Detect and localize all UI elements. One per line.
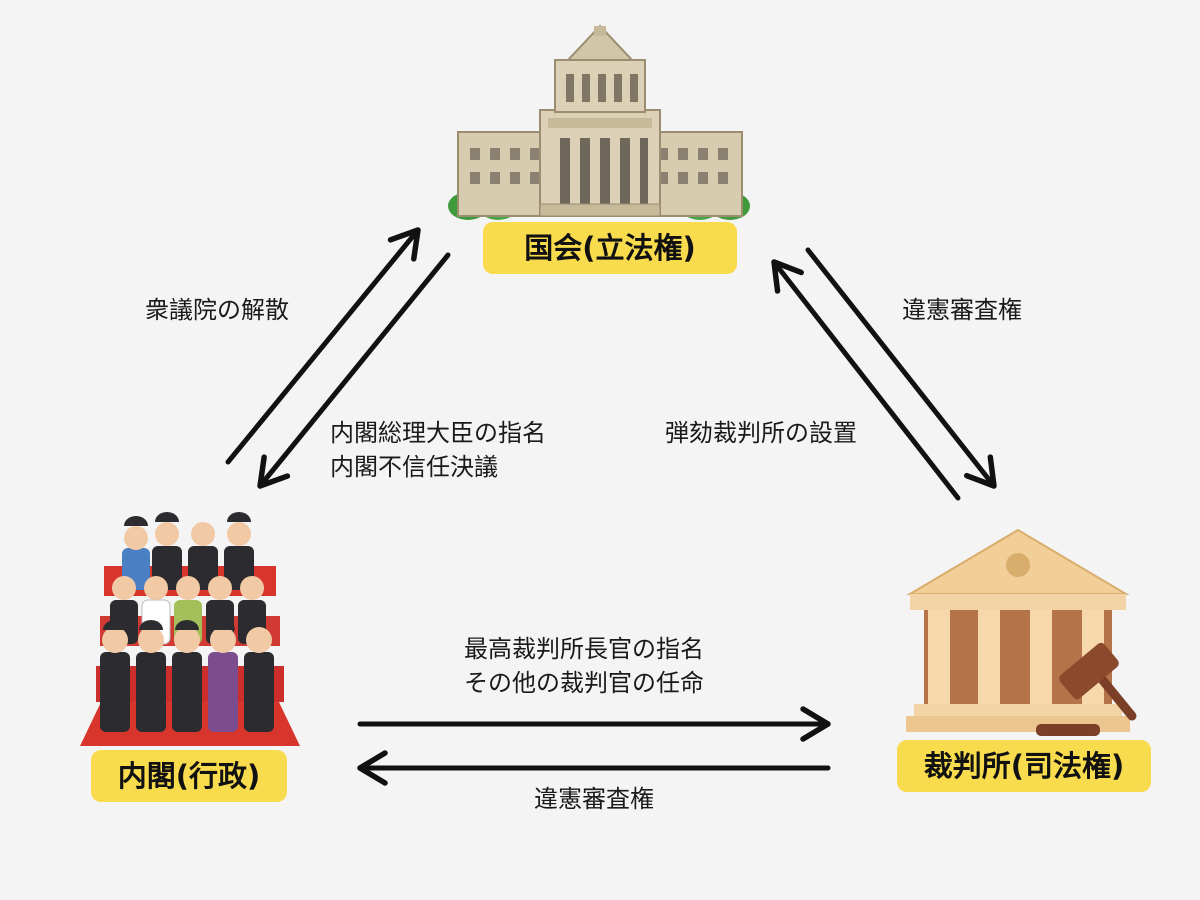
court-label-badge: 裁判所(司法権)	[897, 740, 1151, 792]
court-label: 裁判所(司法権)	[923, 749, 1125, 783]
courthouse-icon	[906, 528, 1137, 736]
label-dissolution: 衆議院の解散	[145, 296, 289, 324]
arrow-cabinet-to-diet	[225, 227, 421, 465]
gavel-icon	[1036, 642, 1137, 736]
arrow-diet-to-cabinet	[257, 252, 451, 489]
cabinet-members-icon	[80, 512, 300, 746]
label-no-confidence: 内閣不信任決議	[330, 453, 498, 481]
label-chief-justice-nomination: 最高裁判所長官の指名	[464, 635, 704, 663]
label-impeachment-court: 弾劾裁判所の設置	[665, 419, 857, 447]
arrow-court-to-diet	[771, 259, 961, 501]
label-judges-appointment: その他の裁判官の任命	[464, 669, 704, 697]
arrow-diet-to-court	[805, 247, 997, 489]
label-cabinet-to-court: 最高裁判所長官の指名 その他の裁判官の任命	[464, 632, 704, 700]
label-judicial-review-diet: 違憲審査権	[902, 296, 1022, 324]
cabinet-label: 内閣(行政)	[117, 759, 261, 793]
diet-label: 国会(立法権)	[524, 231, 696, 265]
label-diet-to-cabinet: 内閣総理大臣の指名 内閣不信任決議	[330, 416, 546, 484]
label-pm-nomination: 内閣総理大臣の指名	[330, 419, 546, 447]
diet-building-icon	[448, 24, 750, 220]
cabinet-label-badge: 内閣(行政)	[91, 750, 287, 802]
diet-label-badge: 国会(立法権)	[483, 222, 737, 274]
label-judicial-review-cabinet: 違憲審査権	[534, 785, 654, 813]
